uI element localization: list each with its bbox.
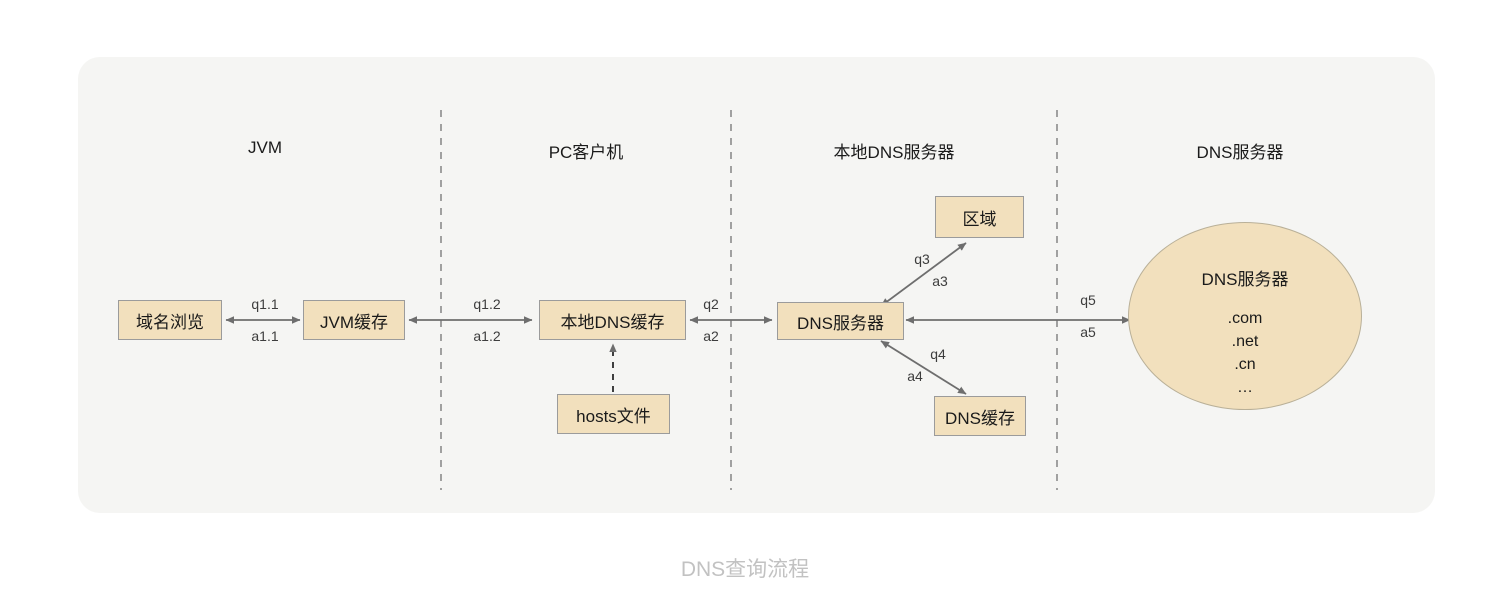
node-dns-server-box[interactable]: DNS服务器 — [777, 302, 904, 340]
diagram-caption: DNS查询流程 — [680, 558, 810, 581]
edge-label-a1-1: a1.1 — [251, 328, 279, 344]
lane-title-dns-server: DNS服务器 — [1196, 143, 1284, 162]
edge-label-a3: a3 — [932, 273, 948, 289]
edge-label-q1-2: q1.2 — [473, 296, 501, 312]
edge-label-a4: a4 — [907, 368, 923, 384]
ellipse-tld-more: … — [1236, 379, 1253, 396]
node-local-dns-cache[interactable]: 本地DNS缓存 — [539, 300, 686, 340]
lane-title-local-dns-server: 本地DNS服务器 — [833, 143, 955, 162]
node-jvm-cache[interactable]: JVM缓存 — [303, 300, 405, 340]
ellipse-tld-net: .net — [1231, 333, 1259, 350]
edge-label-q2: q2 — [703, 296, 719, 312]
edge-label-a5: a5 — [1080, 324, 1096, 340]
edge-label-a1-2: a1.2 — [473, 328, 501, 344]
node-domain-browse[interactable]: 域名浏览 — [118, 300, 222, 340]
node-dns-cache[interactable]: DNS缓存 — [934, 396, 1026, 436]
ellipse-title: DNS服务器 — [1201, 270, 1289, 289]
lane-title-pc-client: PC客户机 — [548, 143, 624, 162]
node-zone[interactable]: 区域 — [935, 196, 1024, 238]
ellipse-tld-cn: .cn — [1234, 356, 1256, 373]
node-dns-server-ellipse[interactable]: DNS服务器 .com .net .cn … — [1128, 222, 1362, 410]
node-hosts-file[interactable]: hosts文件 — [557, 394, 670, 434]
edge-label-q1-1: q1.1 — [251, 296, 279, 312]
edge-label-q5: q5 — [1080, 292, 1096, 308]
edge-label-a2: a2 — [703, 328, 719, 344]
edge-label-q3: q3 — [914, 251, 930, 267]
lane-title-jvm: JVM — [248, 138, 282, 157]
ellipse-tld-list: .com .net .cn … — [1228, 307, 1263, 399]
ellipse-tld-com: .com — [1227, 310, 1263, 327]
edge-label-q4: q4 — [930, 346, 946, 362]
